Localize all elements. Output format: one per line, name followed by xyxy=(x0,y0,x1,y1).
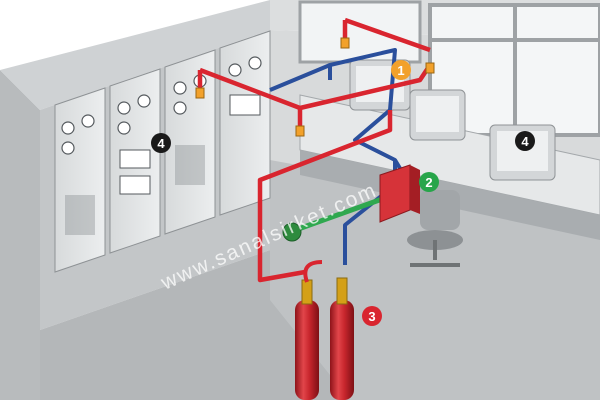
cabinet xyxy=(54,87,106,273)
back-wall-top xyxy=(0,0,270,110)
cylinder-valve xyxy=(301,279,313,305)
callout-badge: 2 xyxy=(419,172,439,192)
callout-circle xyxy=(151,133,171,153)
discharge-hose xyxy=(303,260,323,283)
callout-number: 4 xyxy=(521,134,529,149)
nozzle xyxy=(340,37,350,49)
gauge xyxy=(61,141,75,155)
gauge xyxy=(173,101,187,115)
display-screen xyxy=(119,175,151,195)
agent-cylinders xyxy=(295,260,354,400)
callout-badge: 4 xyxy=(151,133,171,153)
gauge xyxy=(117,121,131,135)
callout-circle xyxy=(515,131,535,151)
callout-circle xyxy=(391,60,411,80)
equipment-cabinets xyxy=(54,30,271,273)
gauge xyxy=(61,121,75,135)
monitor-screen xyxy=(416,96,459,132)
gauge xyxy=(81,114,95,128)
nozzle xyxy=(195,87,205,99)
window-frame xyxy=(298,0,422,64)
nozzle xyxy=(295,125,305,137)
control-line xyxy=(289,195,386,235)
gauges xyxy=(61,56,262,155)
callout-badge: 1 xyxy=(391,60,411,80)
gauge xyxy=(248,56,262,70)
monitor xyxy=(409,89,466,141)
gauge xyxy=(137,94,151,108)
cylinder-valve xyxy=(336,277,348,305)
gauge xyxy=(228,63,242,77)
cabinet xyxy=(219,30,271,216)
callout-number: 2 xyxy=(425,175,432,190)
release-valve xyxy=(282,222,302,242)
callout-number: 3 xyxy=(368,309,375,324)
display-screens xyxy=(119,94,261,195)
callout-circle xyxy=(362,306,382,326)
fire-control-panel xyxy=(379,164,420,223)
cylinder xyxy=(330,300,354,400)
callout-number: 4 xyxy=(157,136,165,151)
agent-pipe xyxy=(257,110,393,283)
vent-grille xyxy=(65,195,95,235)
gauge xyxy=(117,101,131,115)
gauge xyxy=(173,81,187,95)
display-screen xyxy=(119,149,151,169)
cylinder xyxy=(295,300,319,400)
control-panel-side xyxy=(410,165,420,214)
callout-circle xyxy=(419,172,439,192)
display-screen xyxy=(229,94,261,116)
discharge-nozzles xyxy=(195,37,435,137)
cabinet xyxy=(164,49,216,235)
callout-badge: 4 xyxy=(515,131,535,151)
callout-number: 1 xyxy=(397,63,404,78)
agent-pipe xyxy=(199,63,432,111)
office-chair xyxy=(407,190,463,267)
vent-grilles xyxy=(65,145,205,235)
agent-pipe xyxy=(344,17,431,53)
vent-grille xyxy=(175,145,205,185)
chair-back xyxy=(420,190,460,230)
callout-badge: 3 xyxy=(362,306,382,326)
left-wall-edge xyxy=(0,70,40,400)
nozzle xyxy=(425,62,435,74)
